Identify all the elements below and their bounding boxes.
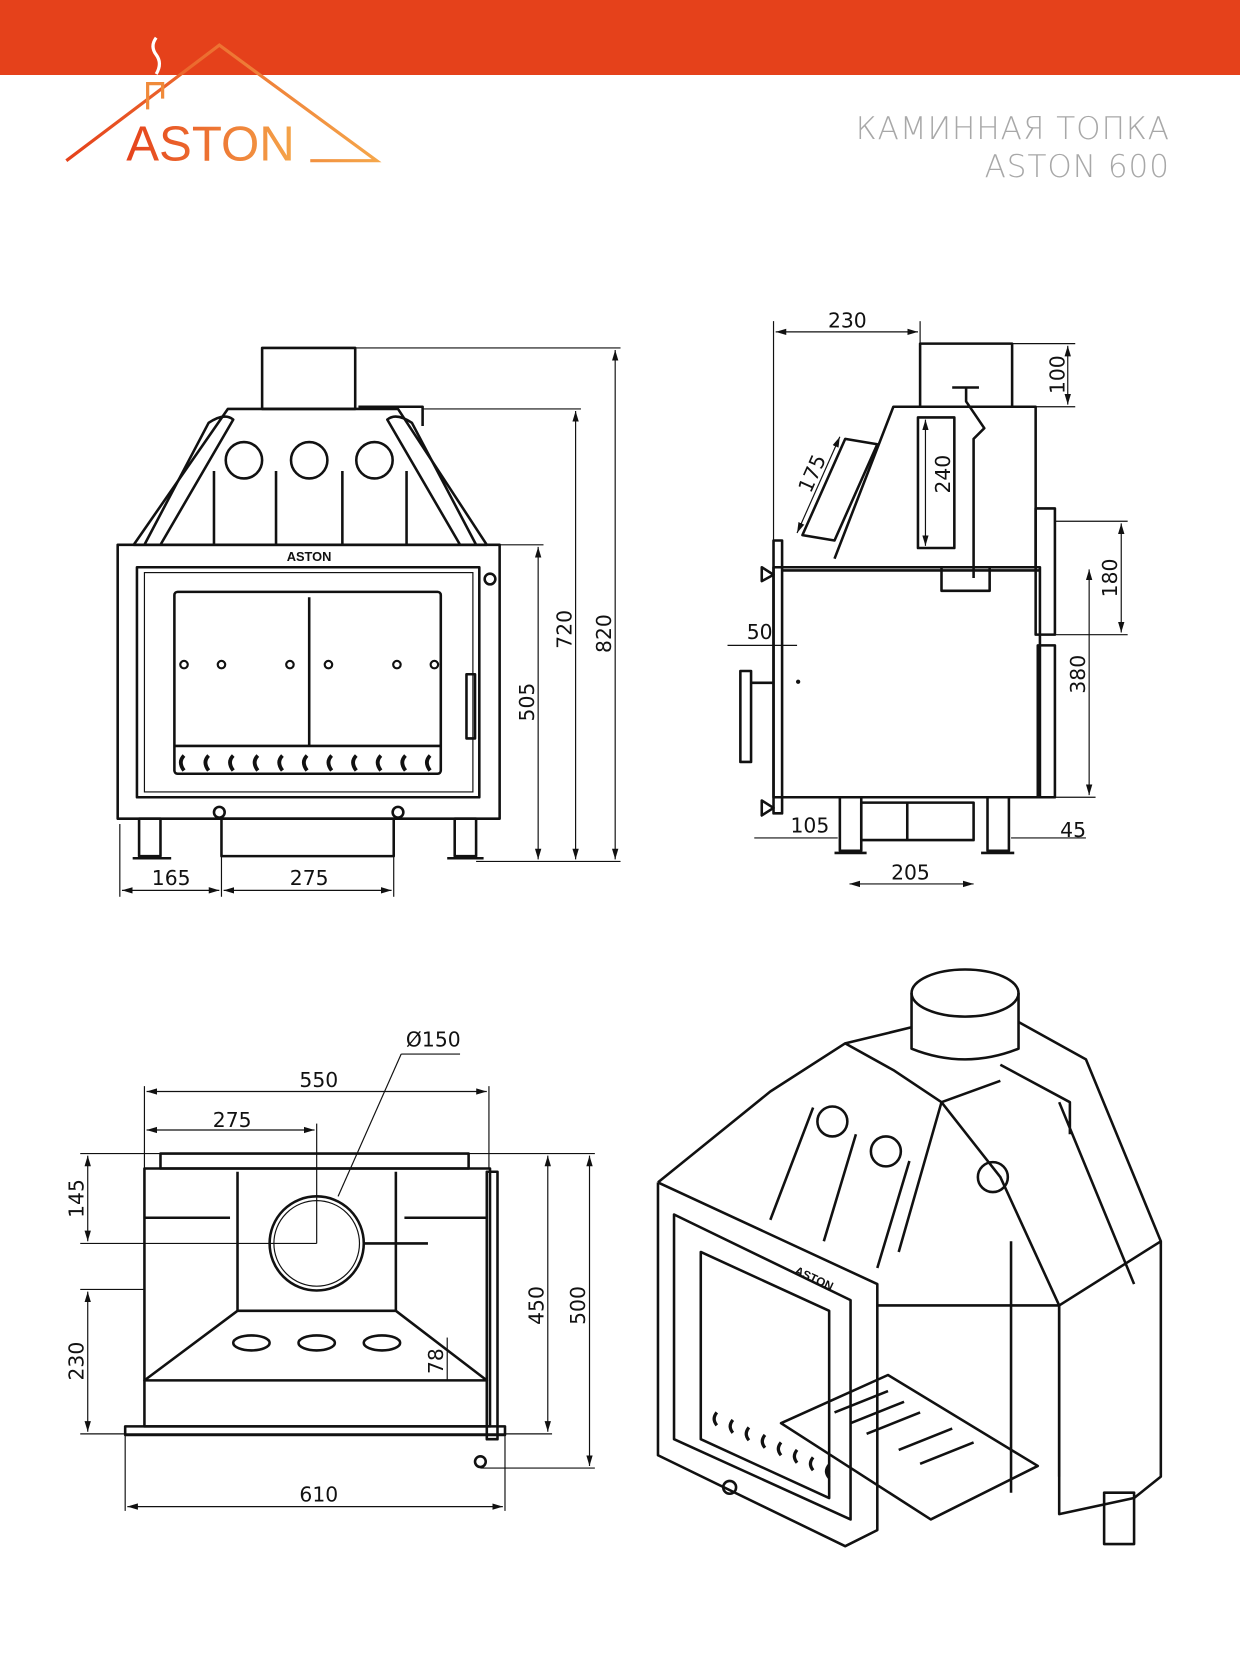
top-view: Ø150 550 275 145 230 450 500 78 610: [64, 1028, 595, 1511]
front-logo: ASTON: [287, 549, 332, 564]
dim-275: 275: [290, 866, 329, 890]
header-bar: [0, 0, 1240, 75]
dim-230-top: 230: [64, 1342, 88, 1381]
dim-175: 175: [793, 451, 831, 496]
dim-610: 610: [299, 1482, 338, 1506]
dim-500: 500: [566, 1286, 590, 1325]
dim-diameter: Ø150: [406, 1028, 461, 1052]
dim-230: 230: [828, 309, 867, 333]
dim-78: 78: [424, 1348, 448, 1374]
side-view: 230 100 240 175 180 380 50 105 205 45: [727, 309, 1128, 888]
title-line-2: ASTON 600: [984, 149, 1170, 185]
aston-logo: ASTON: [65, 36, 382, 172]
dim-820: 820: [592, 614, 616, 653]
page-title: КАМИННАЯ ТОПКА ASTON 600: [856, 110, 1170, 186]
dim-180: 180: [1098, 559, 1122, 598]
dim-165: 165: [152, 866, 191, 890]
dim-240: 240: [931, 455, 955, 494]
logo-text: ASTON: [126, 117, 295, 172]
isometric-view: ASTON: [656, 968, 1163, 1548]
dim-45: 45: [1060, 818, 1086, 842]
iso-logo: ASTON: [793, 1264, 836, 1293]
dim-550: 550: [299, 1068, 338, 1092]
title-line-1: КАМИННАЯ ТОПКА: [855, 111, 1170, 147]
dim-450: 450: [525, 1286, 549, 1325]
dim-205: 205: [891, 861, 930, 885]
dim-275-top: 275: [213, 1108, 252, 1132]
front-view: ASTON 820 720 505 165 275: [116, 346, 621, 897]
dim-105: 105: [791, 814, 830, 838]
dim-505: 505: [515, 683, 539, 722]
dim-380: 380: [1066, 655, 1090, 694]
dim-100: 100: [1046, 355, 1070, 394]
dim-720: 720: [552, 610, 576, 649]
dim-50: 50: [747, 620, 773, 644]
dim-145: 145: [64, 1179, 88, 1218]
